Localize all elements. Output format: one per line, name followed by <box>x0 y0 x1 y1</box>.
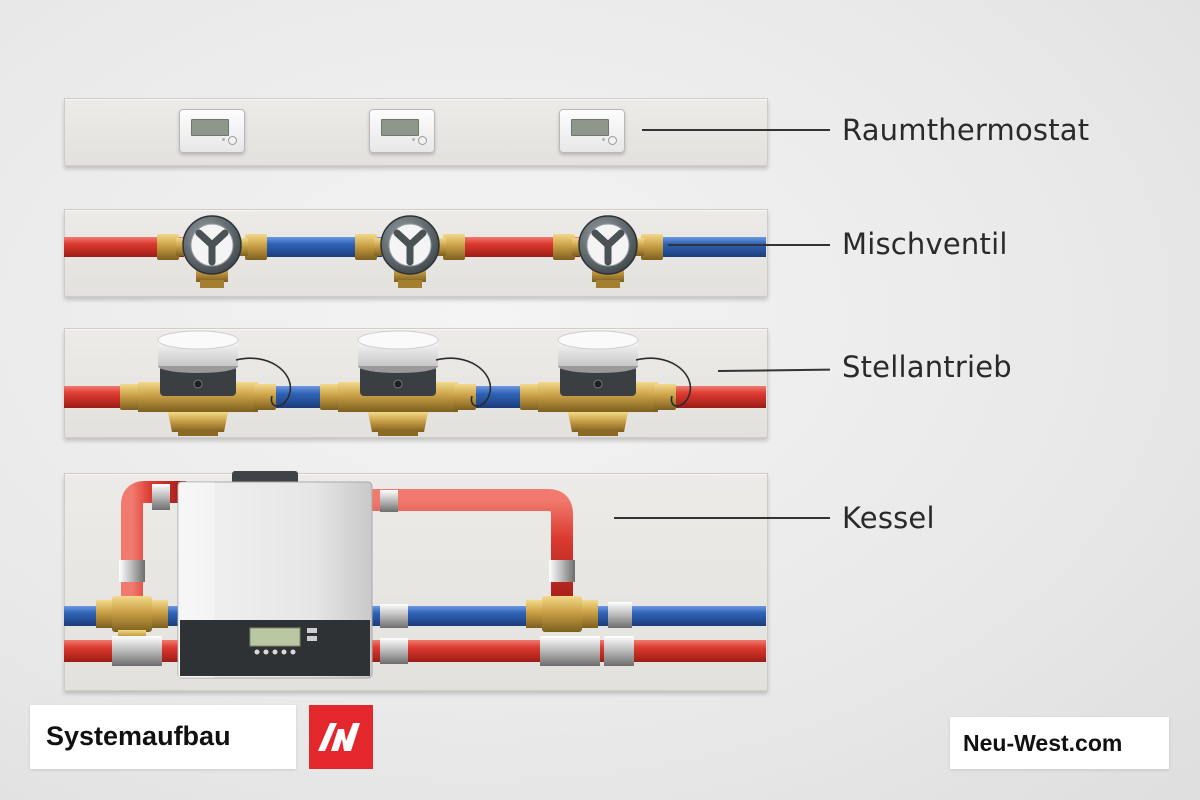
callout-line-boiler <box>614 517 830 519</box>
boiler-button-icon <box>255 650 260 655</box>
label-room-thermostat: Raumthermostat <box>842 113 1089 147</box>
boiler-button-icon <box>273 650 278 655</box>
pipe-coupling <box>540 636 600 666</box>
callout-line-mixer <box>668 244 830 246</box>
actuator-indicator-icon <box>594 380 602 388</box>
pipe-coupling <box>112 636 162 666</box>
boiler-button-icon <box>282 650 287 655</box>
neu-west-logo-icon <box>309 705 373 769</box>
label-actuator: Stellantrieb <box>842 350 1012 384</box>
mixing-valve-2 <box>355 216 465 288</box>
page-title: Systemaufbau <box>46 721 231 752</box>
actuator-1 <box>120 331 290 436</box>
boiler-unit <box>178 471 372 678</box>
title-box: Systemaufbau <box>30 705 296 769</box>
actuator-2 <box>320 331 490 436</box>
actuator-3 <box>520 331 690 436</box>
website-url: Neu-West.com <box>963 730 1122 757</box>
boiler-flow-loop-right <box>372 500 562 610</box>
actuator-indicator-icon <box>394 380 402 388</box>
label-mixing-valve: Mischventil <box>842 227 1008 261</box>
return-pipe-cold <box>64 606 766 626</box>
mixing-valve-1 <box>157 216 267 288</box>
boiler-button-icon <box>264 650 269 655</box>
actuator-pipe-row <box>64 331 766 436</box>
boiler-display <box>250 628 300 646</box>
flow-pipe-hot <box>64 640 766 662</box>
mixing-valve-3 <box>553 216 663 288</box>
label-boiler: Kessel <box>842 501 935 535</box>
boiler-button-icon <box>291 650 296 655</box>
boiler-tee-fitting-right <box>542 596 582 632</box>
callout-line-thermostat <box>642 129 830 131</box>
boiler-tee-fitting-left <box>112 596 152 632</box>
cold-pipe <box>658 237 766 257</box>
website-box: Neu-West.com <box>950 717 1169 769</box>
mixer-pipe-row <box>64 216 766 288</box>
actuator-indicator-icon <box>194 380 202 388</box>
boiler-pipe-row <box>64 471 766 678</box>
